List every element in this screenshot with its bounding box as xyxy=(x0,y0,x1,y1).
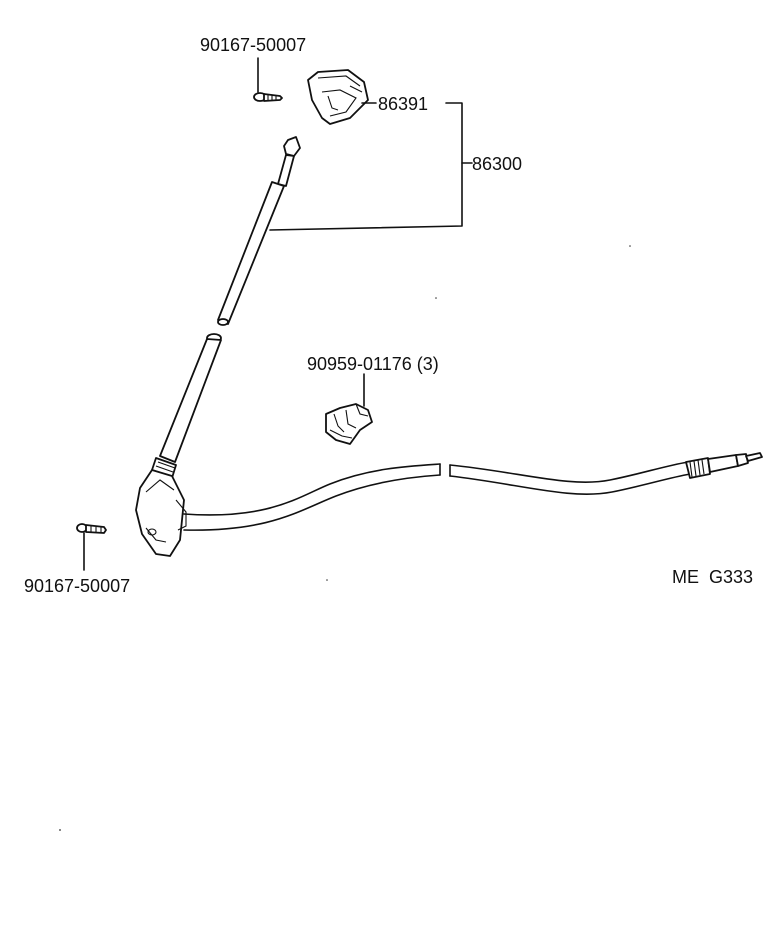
mast-rod-upper xyxy=(217,181,285,325)
antenna-mast-lower xyxy=(151,333,222,479)
diagram-code: ME G333 xyxy=(672,567,753,587)
antenna-base xyxy=(135,469,187,557)
screw-bottom xyxy=(76,523,107,571)
label-clip: 90959-01176 (3) xyxy=(307,354,439,374)
screw-top xyxy=(253,57,283,102)
label-cap: 86391 xyxy=(378,94,428,114)
mast-rod-lower xyxy=(159,338,222,463)
cable-clip xyxy=(325,403,373,445)
label-screw-top: 90167-50007 xyxy=(200,35,306,55)
antenna-cable xyxy=(183,461,691,531)
antenna-cap xyxy=(307,69,369,125)
antenna-mast-upper xyxy=(217,136,301,326)
mast-tip xyxy=(283,136,301,157)
screw-top-shank xyxy=(263,93,283,102)
mast-rod-thin xyxy=(277,154,295,187)
label-screw-bottom: 90167-50007 xyxy=(24,576,130,596)
label-antenna-assy: 86300 xyxy=(472,154,522,174)
cable-connector xyxy=(685,452,763,479)
bracket-86300 xyxy=(269,102,463,231)
